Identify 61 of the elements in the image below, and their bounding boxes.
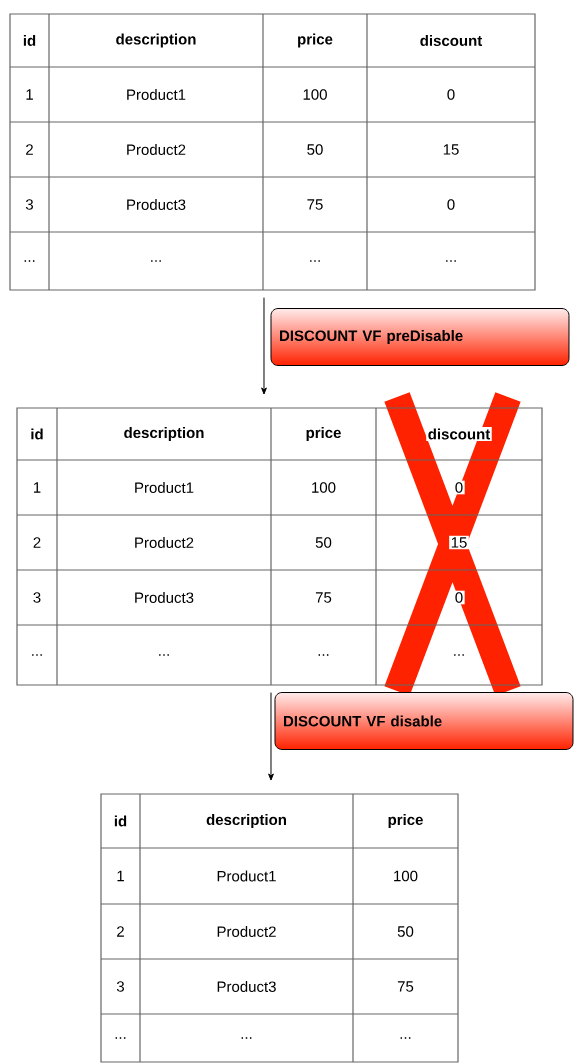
- table-cell: 50: [395, 924, 416, 939]
- table-cell: 100: [301, 87, 329, 102]
- table-cell: 100: [391, 869, 420, 883]
- table-cell: ...: [315, 652, 332, 658]
- table-cell: 3: [23, 197, 36, 212]
- edge-label: DISCOUNT VF disable: [274, 692, 574, 750]
- table-cell: Product2: [124, 142, 188, 157]
- table-cell: 75: [395, 979, 416, 994]
- header-cell: discount: [426, 427, 492, 441]
- table-cell: 15: [441, 142, 461, 157]
- table-cell: 2: [31, 535, 43, 550]
- table-cell: ...: [238, 1035, 255, 1041]
- table-cell: Product1: [124, 87, 188, 102]
- table-cell: 0: [445, 197, 457, 212]
- header-cell: price: [386, 812, 425, 830]
- table-cell: ...: [112, 1035, 129, 1041]
- arrow: [268, 692, 274, 781]
- header-cell: discount: [418, 33, 484, 48]
- header-cell: id: [112, 814, 129, 828]
- header-cell: id: [28, 427, 46, 441]
- table: [16, 407, 543, 686]
- table-cell: ...: [307, 258, 323, 264]
- table-cell: ...: [21, 258, 38, 264]
- table-cell: 2: [114, 924, 127, 939]
- table-cell: 50: [305, 142, 325, 157]
- table-cell: Product3: [215, 979, 278, 994]
- table-cell: ...: [29, 652, 45, 658]
- table-cell: ...: [443, 258, 459, 264]
- header-cell: description: [114, 32, 198, 49]
- table-cell: Product2: [215, 924, 278, 939]
- table-cell: Product1: [215, 869, 278, 883]
- table-cell: Product1: [132, 480, 196, 495]
- table-cell: 3: [31, 590, 43, 605]
- table-cell: Product3: [132, 590, 196, 605]
- table-cell: ...: [156, 652, 172, 658]
- table-cell: 50: [313, 535, 334, 550]
- header-cell: id: [21, 33, 38, 48]
- table-cell: ...: [451, 652, 467, 658]
- table-cell: 1: [114, 869, 127, 883]
- arrow: [261, 297, 267, 395]
- header-cell: description: [204, 812, 289, 830]
- table-cell: ...: [397, 1035, 414, 1041]
- header-cell: price: [304, 425, 343, 443]
- header-cell: description: [122, 425, 206, 443]
- table-cell: Product2: [132, 535, 196, 550]
- table-cell: 2: [23, 142, 36, 157]
- table-cell: 0: [453, 480, 465, 495]
- table-cell: 3: [114, 979, 127, 994]
- table-cell: ...: [148, 258, 164, 264]
- edge-label: DISCOUNT VF preDisable: [270, 308, 570, 366]
- table-cell: 1: [23, 87, 36, 102]
- table: [100, 793, 459, 1063]
- table-cell: 1: [31, 480, 43, 495]
- table-cell: 75: [305, 197, 325, 212]
- table-cell: 0: [445, 87, 457, 102]
- header-cell: price: [295, 32, 335, 49]
- table-cell: Product3: [124, 197, 188, 212]
- table-cell: 0: [453, 590, 465, 605]
- table: [9, 13, 536, 291]
- table-cell: 75: [313, 590, 334, 605]
- table-cell: 100: [309, 480, 338, 495]
